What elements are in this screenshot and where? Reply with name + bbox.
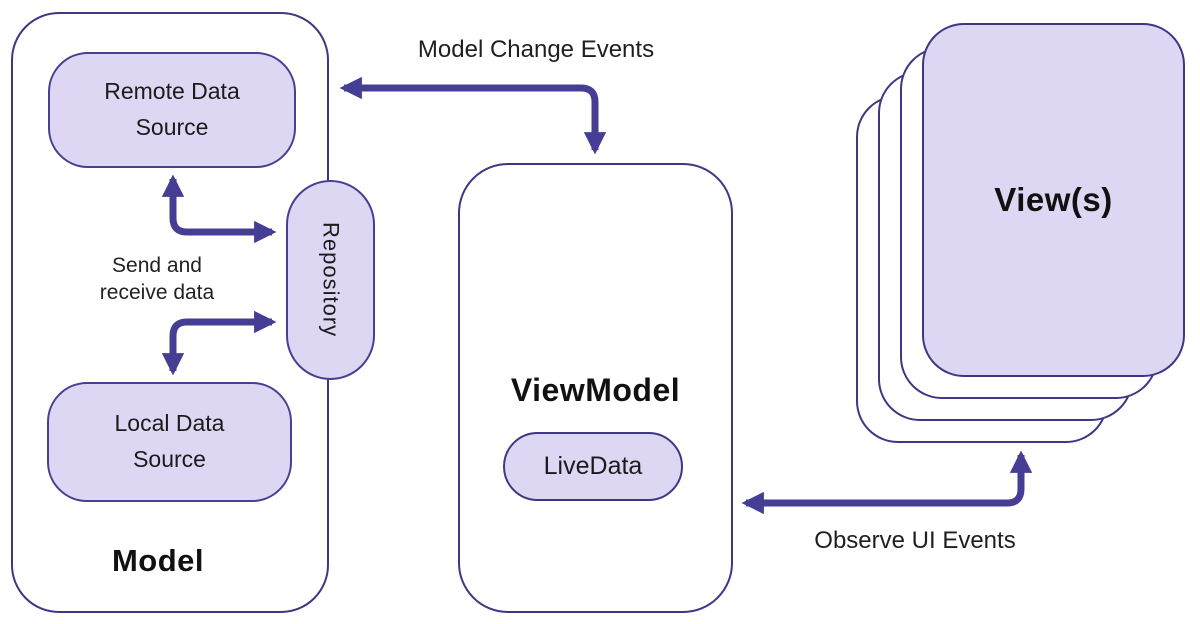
view-card-front: View(s) xyxy=(922,23,1185,377)
model-title: Model xyxy=(111,543,205,578)
arrow-model-change-events xyxy=(339,76,607,155)
viewmodel-container xyxy=(458,163,733,613)
observe-ui-events-label: Observe UI Events xyxy=(814,527,1016,554)
livedata-node: LiveData xyxy=(503,432,683,501)
send-receive-data-label: Send and receive data xyxy=(99,254,215,305)
arrow-observe-ui-events xyxy=(741,450,1033,515)
repository-label: Repository xyxy=(318,222,344,338)
remote-data-source-label: Remote Data Source xyxy=(104,78,240,140)
viewmodel-title: ViewModel xyxy=(510,372,681,408)
remote-data-source-node: Remote Data Source xyxy=(48,52,296,168)
model-change-events-label: Model Change Events xyxy=(417,36,655,63)
livedata-label: LiveData xyxy=(543,452,643,480)
local-data-source-node: Local Data Source xyxy=(47,382,292,502)
local-data-source-label: Local Data Source xyxy=(114,410,225,472)
repository-node: Repository xyxy=(286,180,375,380)
views-title: View(s) xyxy=(994,181,1113,218)
